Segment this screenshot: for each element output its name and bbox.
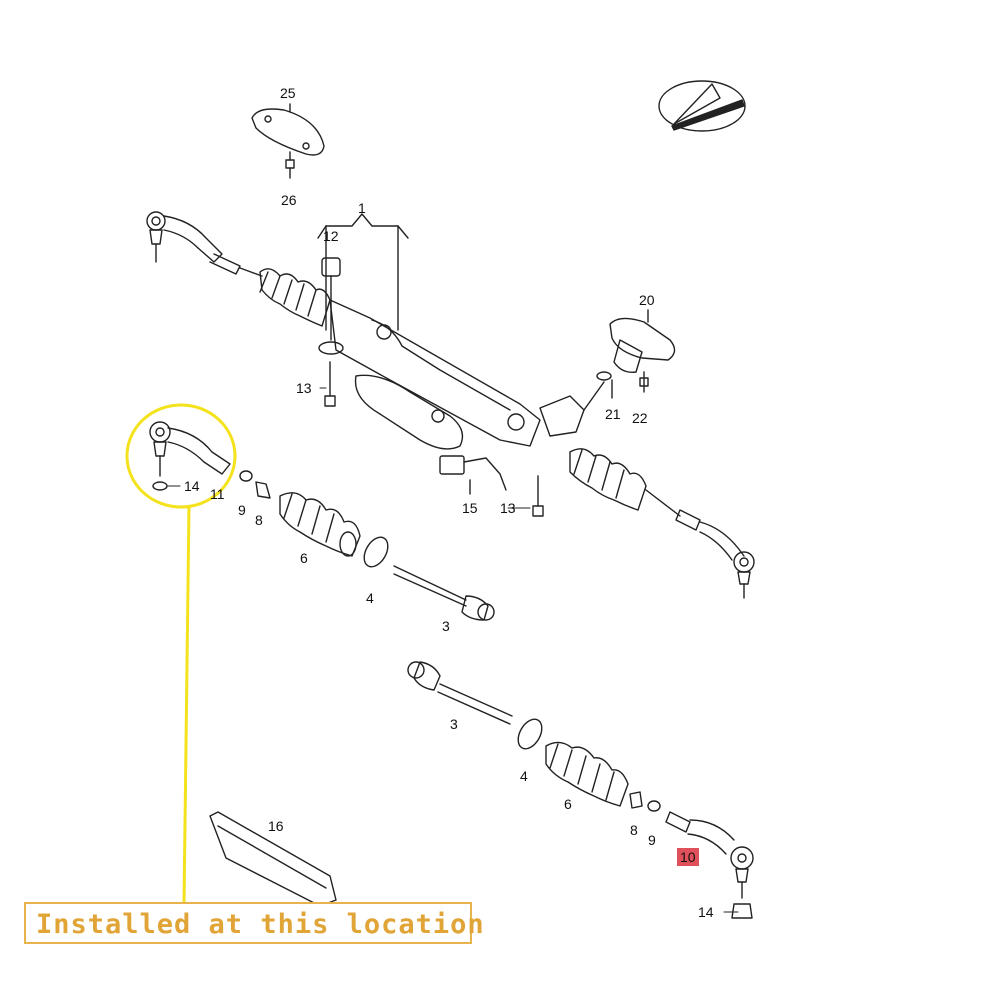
upper-left-bellows (239, 267, 331, 327)
middle-left-inner-rod-3 (393, 565, 495, 621)
label-3-upper: 3 (442, 618, 450, 634)
upper-right-bellows (569, 448, 681, 517)
label-12: 12 (323, 228, 339, 244)
label-25: 25 (280, 85, 296, 101)
label-4-upper: 4 (366, 590, 374, 606)
label-15: 15 (462, 500, 478, 516)
callout-line (182, 505, 191, 905)
label-8-upper: 8 (255, 512, 263, 528)
middle-left-nut-washer (239, 470, 271, 499)
label-22: 22 (632, 410, 648, 426)
label-8-lower: 8 (630, 822, 638, 838)
lower-right-inner-rod-3 (407, 661, 513, 725)
label-9-lower: 9 (648, 832, 656, 848)
middle-left-bellows-6 (279, 492, 361, 557)
label-13-upper: 13 (296, 380, 312, 396)
orientation-badge-icon (658, 80, 746, 132)
lower-right-nut-washer (629, 791, 661, 812)
lower-right-bellows-6 (545, 741, 629, 807)
lower-right-clamp-4 (517, 718, 543, 750)
bolt-13-upper (324, 361, 336, 407)
label-6-lower: 6 (564, 796, 572, 812)
grease-tube-16 (209, 811, 337, 907)
label-21: 21 (605, 406, 621, 422)
label-leaders (167, 387, 739, 913)
label-14-upper: 14 (184, 478, 200, 494)
cover-plate-25 (251, 103, 325, 179)
highlight-circle (125, 403, 237, 509)
label-20: 20 (639, 292, 655, 308)
label-9-upper: 9 (238, 502, 246, 518)
callout-text: Installed at this location (36, 909, 485, 940)
boot-assembly-20 (596, 309, 676, 399)
label-16: 16 (268, 818, 284, 834)
upper-right-tie-rod-end (675, 509, 755, 599)
label-10-highlighted: 10 (677, 848, 699, 866)
label-6-upper: 6 (300, 550, 308, 566)
label-1: 1 (358, 200, 366, 216)
callout-box: Installed at this location (24, 902, 484, 944)
label-4-lower: 4 (520, 768, 528, 784)
wiring-connector-15 (439, 455, 507, 495)
label-11: 11 (210, 486, 225, 502)
label-14-lower: 14 (698, 904, 714, 920)
label-3-lower: 3 (450, 716, 458, 732)
lower-right-tie-rod-end-10 (665, 811, 754, 919)
upper-left-tie-rod-end (146, 211, 241, 275)
middle-left-clamp-4 (363, 536, 389, 568)
bolt-13-lower (532, 475, 544, 517)
label-26: 26 (281, 192, 297, 208)
label-13-lower: 13 (500, 500, 516, 516)
steering-rack-housing (329, 299, 605, 450)
middle-left-tie-rod-end (149, 421, 231, 491)
